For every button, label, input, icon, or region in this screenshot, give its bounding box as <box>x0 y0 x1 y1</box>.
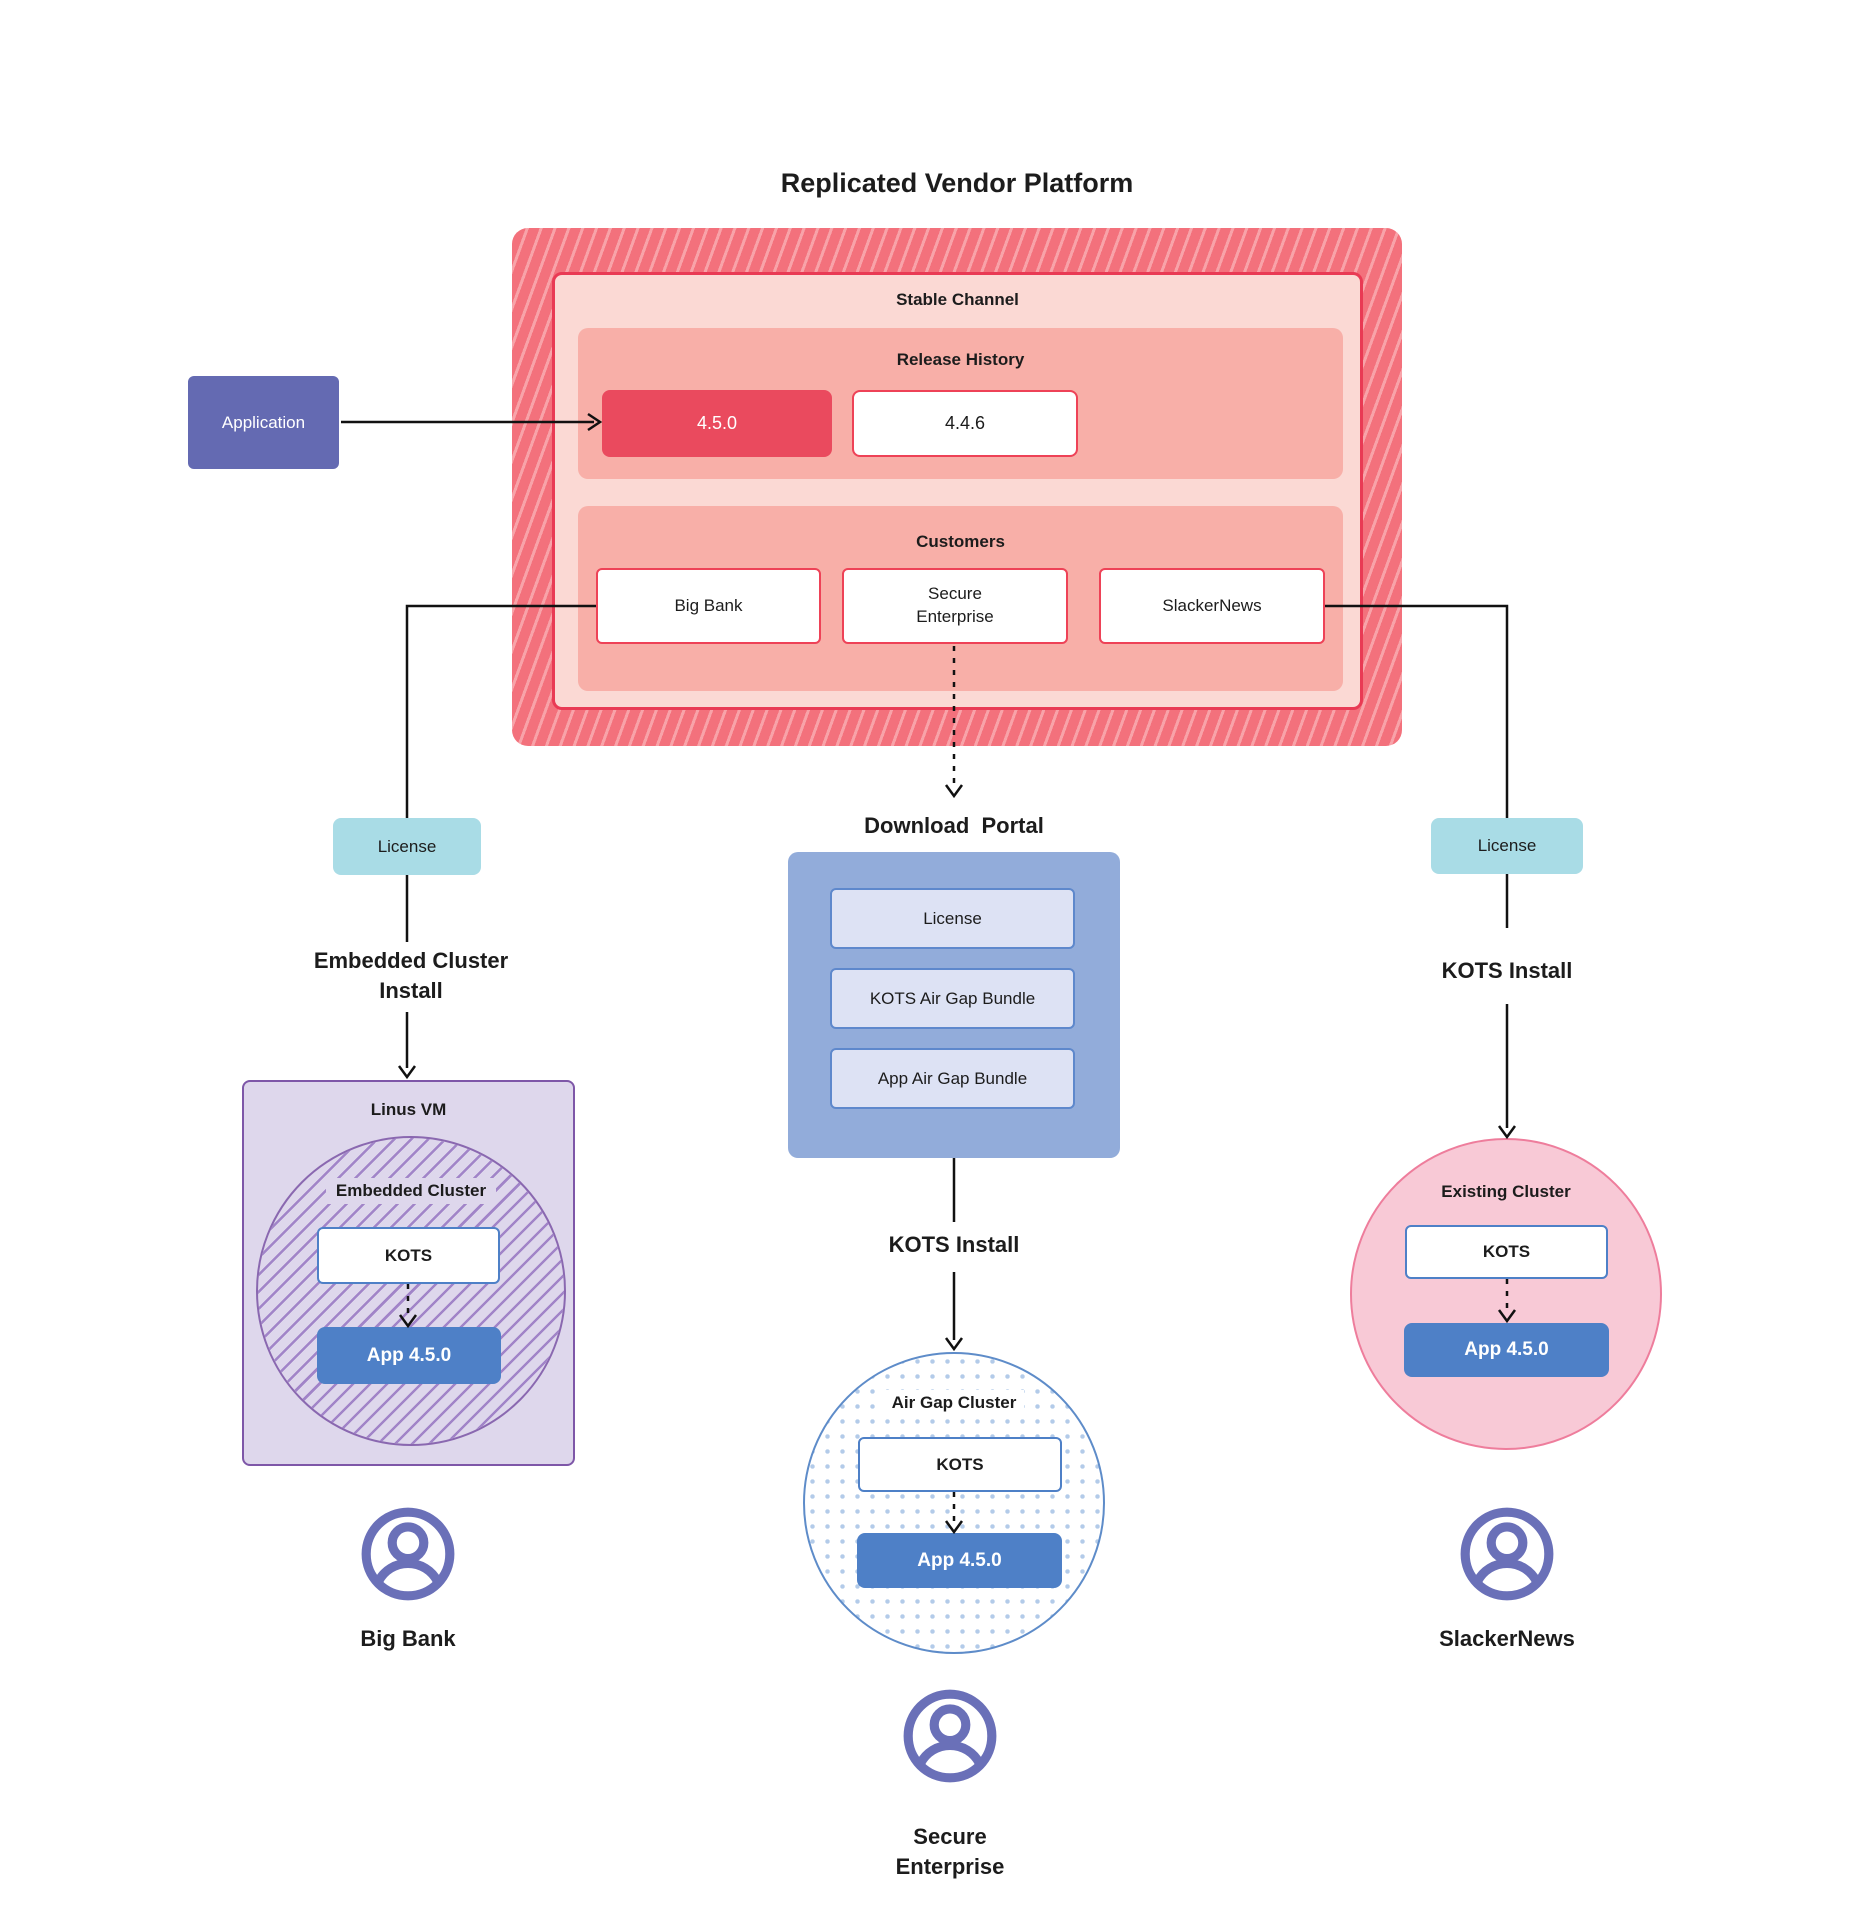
kots-install-label-middle: KOTS Install <box>888 1232 1020 1257</box>
arrowhead <box>944 784 964 799</box>
arrowhead <box>397 1065 417 1080</box>
app-box-right: App 4.5.0 <box>1404 1323 1609 1377</box>
download-portal-label: Download Portal <box>864 813 1044 838</box>
release-version-446: 4.4.6 <box>852 390 1078 457</box>
portal-item-kots-airgap-bundle: KOTS Air Gap Bundle <box>830 968 1075 1029</box>
air-gap-cluster-circle <box>803 1352 1105 1654</box>
portal-item-license: License <box>830 888 1075 949</box>
customer-slackernews: SlackerNews <box>1099 568 1325 644</box>
release-history-label: Release History <box>896 350 1025 369</box>
user-icon <box>357 1503 459 1605</box>
app-box-middle: App 4.5.0 <box>857 1533 1062 1588</box>
release-version-450: 4.5.0 <box>602 390 832 457</box>
license-chip-right: License <box>1431 818 1583 874</box>
diagram-title: Replicated Vendor Platform <box>780 168 1134 198</box>
kots-install-label-right: KOTS Install <box>1441 958 1573 983</box>
user-icon <box>1456 1503 1558 1605</box>
kots-box-left: KOTS <box>317 1227 500 1284</box>
air-gap-cluster-label: Air Gap Cluster <box>828 1390 1080 1416</box>
application-box: Application <box>188 376 339 469</box>
existing-cluster-label: Existing Cluster <box>1441 1182 1571 1201</box>
slackernews-name: SlackerNews <box>1439 1626 1575 1651</box>
embedded-cluster-label: Embedded Cluster <box>276 1178 546 1204</box>
arrowhead <box>1497 1125 1517 1140</box>
customer-big-bank: Big Bank <box>596 568 821 644</box>
kots-box-right: KOTS <box>1405 1225 1608 1279</box>
app-box-left: App 4.5.0 <box>317 1327 501 1384</box>
big-bank-name: Big Bank <box>360 1626 456 1651</box>
portal-item-app-airgap-bundle: App Air Gap Bundle <box>830 1048 1075 1109</box>
linus-vm-label: Linus VM <box>370 1100 447 1119</box>
kots-box-middle: KOTS <box>858 1437 1062 1492</box>
user-icon <box>899 1685 1001 1787</box>
customers-label: Customers <box>916 532 1005 551</box>
license-chip-left: License <box>333 818 481 875</box>
stable-channel-label: Stable Channel <box>896 290 1019 309</box>
arrowhead <box>944 1337 964 1352</box>
